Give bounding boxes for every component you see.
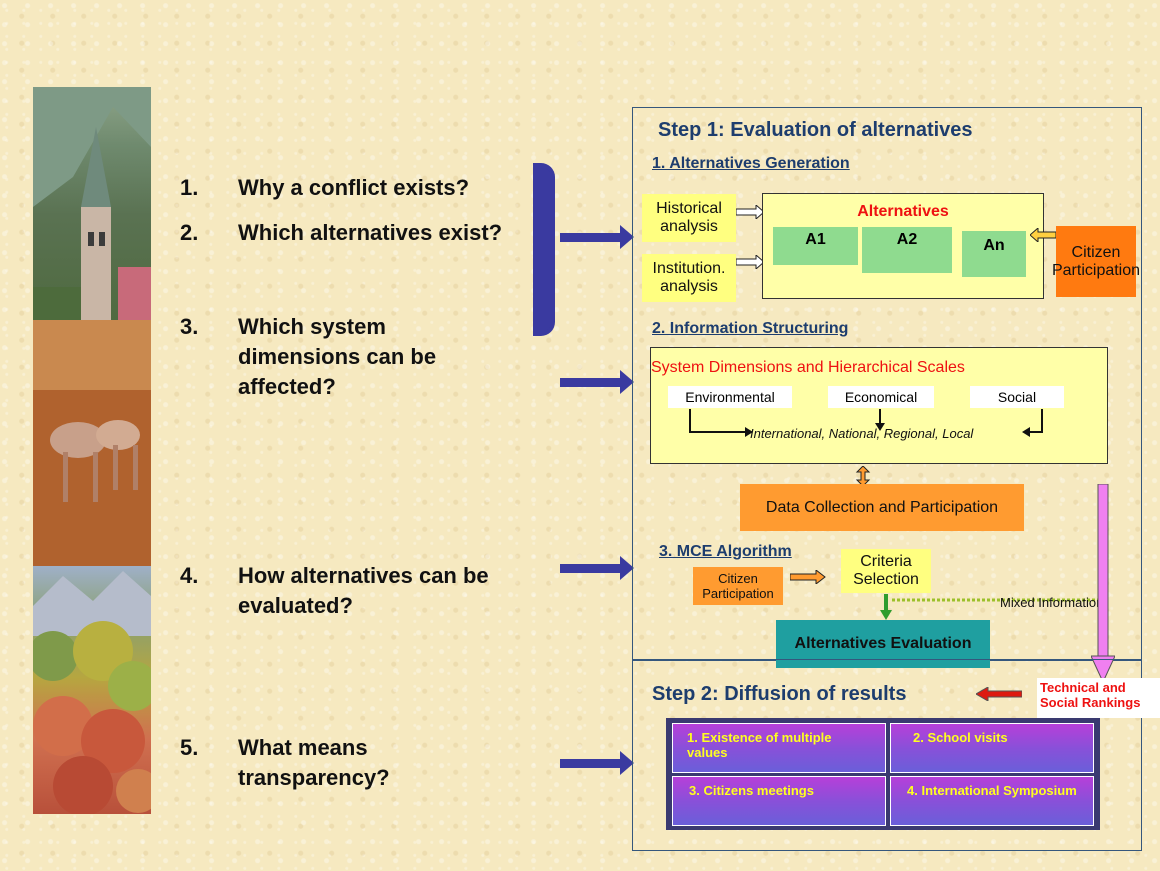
diffusion-item-symposium: 4. International Symposium <box>890 776 1094 826</box>
diffusion-item-existence-values: 1. Existence of multiple values <box>672 723 886 773</box>
forest-illustration <box>28 571 160 816</box>
criteria-to-evaluation-connector <box>880 594 1102 620</box>
alternative-a2: A2 <box>862 227 952 273</box>
mixed-information-label: Mixed Information <box>1000 595 1104 610</box>
dimension-economical: Economical <box>828 386 934 408</box>
dimension-social: Social <box>970 386 1064 408</box>
question-1-number: 1. <box>180 175 199 200</box>
alternatives-evaluation-box: Alternatives Evaluation <box>776 620 990 668</box>
alternatives-title: Alternatives <box>857 203 949 220</box>
technical-social-rankings: Technical and Social Rankings <box>1037 678 1160 718</box>
section1-title: 1. Alternatives Generation <box>652 155 850 172</box>
step2-frame <box>632 659 1142 851</box>
photo-village-church <box>33 87 151 320</box>
historical-analysis-box: Historical analysis <box>642 194 736 242</box>
question-1-text: Why a conflict exists? <box>238 175 470 200</box>
rankings-down-arrow <box>1091 484 1115 684</box>
question-2-number: 2. <box>180 220 199 245</box>
criteria-selection-box: Criteria Selection <box>841 549 931 593</box>
cattle-illustration <box>33 320 151 566</box>
data-collection-box: Data Collection and Participation <box>740 484 1024 531</box>
hierarchical-scales: International, National, Regional, Local <box>750 426 974 441</box>
dimension-connector-arrows <box>689 409 1043 437</box>
question-4-text: How alternatives can be evaluated? <box>238 563 489 618</box>
dimension-environmental: Environmental <box>668 386 792 408</box>
alternative-a1: A1 <box>773 227 858 265</box>
question-4-number: 4. <box>180 563 199 588</box>
diffusion-item-citizens-meetings: 3. Citizens meetings <box>672 776 886 826</box>
step1-title: Step 1: Evaluation of alternatives <box>658 119 973 141</box>
diffusion-item-school-visits: 2. School visits <box>890 723 1094 773</box>
question-5-text: What means transparency? <box>238 735 390 790</box>
photo-autumn-forest <box>28 566 160 816</box>
citizen-to-criteria-arrow <box>789 568 826 589</box>
church-illustration <box>33 87 151 320</box>
system-dimensions-title: System Dimensions and Hierarchical Scale… <box>651 359 965 376</box>
question-3-number: 3. <box>180 314 199 339</box>
photo-cattle-river <box>33 320 151 566</box>
institutional-analysis-box: Institution. analysis <box>642 254 736 302</box>
question-5-number: 5. <box>180 735 199 760</box>
citizen-participation-box-1: Citizen Participation <box>1052 226 1140 297</box>
section2-title: 2. Information Structuring <box>652 320 849 337</box>
historical-arrow <box>735 203 766 224</box>
questions-bracket <box>533 163 555 336</box>
rankings-left-arrow <box>975 686 1023 706</box>
citizen-participation-box-2: Citizen Participation <box>693 567 783 605</box>
step2-title: Step 2: Diffusion of results <box>652 683 907 705</box>
institutional-arrow <box>735 253 766 274</box>
question-3-text: Which system dimensions can be affected? <box>238 314 437 399</box>
question-2-text: Which alternatives exist? <box>238 220 503 245</box>
section3-title: 3. MCE Algorithm <box>659 543 792 560</box>
alternative-an: An <box>962 231 1026 277</box>
citizen-input-arrow <box>1029 226 1057 247</box>
